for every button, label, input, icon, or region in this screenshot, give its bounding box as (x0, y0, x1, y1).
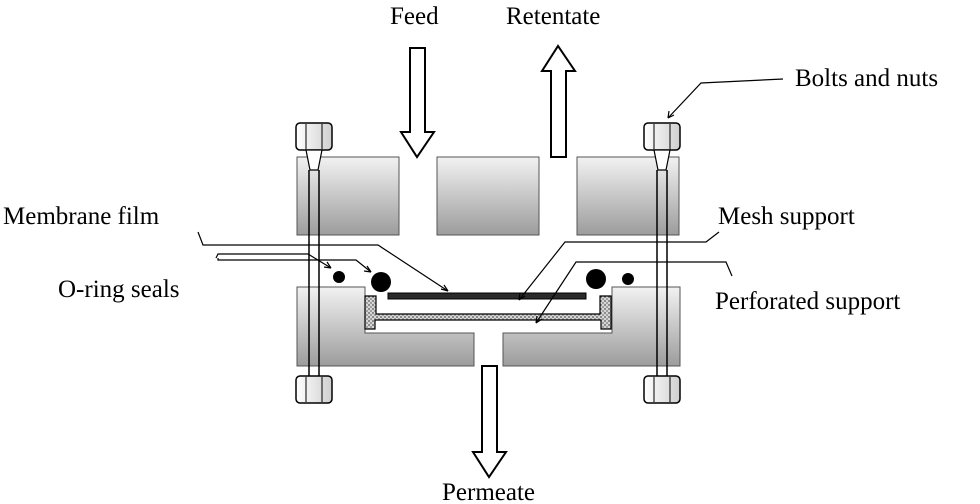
label-bolts-and-nuts: Bolts and nuts (795, 65, 938, 92)
bolt-right-head (643, 122, 681, 151)
label-mesh-support: Mesh support (718, 203, 855, 230)
o-ring-seals (333, 269, 634, 292)
top-center-block (436, 156, 540, 236)
bolt-right-neck (653, 149, 671, 171)
leader-o-ring-1 (215, 253, 332, 269)
leader-o-ring-2 (217, 258, 372, 273)
bolt-left-nut (295, 375, 333, 404)
leader-lines (197, 78, 784, 324)
bottom-left-block (296, 286, 475, 367)
o-ring-large-left (371, 272, 391, 292)
label-retentate: Retentate (506, 3, 600, 30)
bolt-left (295, 122, 333, 404)
o-ring-small-left (333, 271, 345, 283)
bottom-right-block (502, 286, 681, 367)
leader-perforated (535, 261, 733, 324)
leader-membrane (197, 231, 449, 292)
label-membrane-film: Membrane film (3, 203, 160, 230)
label-permeate: Permeate (442, 479, 535, 504)
bolt-left-neck (305, 149, 323, 171)
permeate-arrow-icon (471, 365, 508, 479)
label-perforated-support: Perforated support (715, 288, 900, 315)
leader-bolts (667, 78, 784, 119)
bolt-right-nut (643, 375, 681, 404)
label-feed: Feed (390, 3, 439, 30)
retentate-arrow-icon (540, 44, 577, 158)
leader-mesh (518, 231, 720, 301)
feed-arrow-icon (399, 47, 436, 159)
o-ring-small-right (622, 273, 634, 285)
bottom-housing (296, 286, 681, 367)
perforated-support (364, 295, 612, 330)
bolt-left-head (295, 122, 333, 151)
membrane-film (387, 292, 587, 300)
bolt-right (643, 122, 681, 404)
top-plate (296, 156, 680, 236)
o-ring-large-right (586, 269, 606, 289)
label-o-ring-seals: O-ring seals (58, 276, 180, 303)
